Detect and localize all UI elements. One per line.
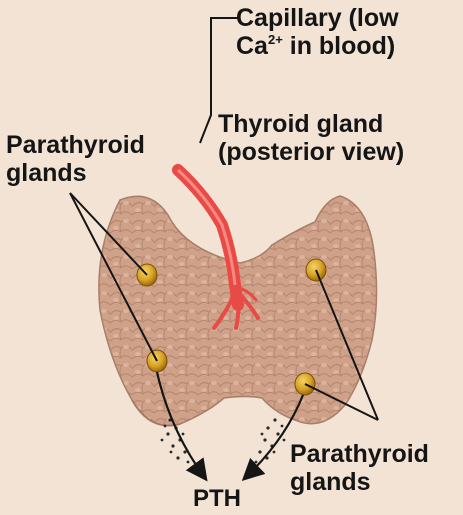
pth-label: PTH — [193, 485, 241, 513]
thyroid-label: Thyroid gland (posterior view) — [218, 110, 404, 166]
thyroid-label-line1: Thyroid gland — [218, 110, 404, 138]
parathyroid-label-left: Parathyroid glands — [6, 131, 145, 187]
calcium-symbol: Ca — [236, 32, 268, 60]
parathyroid-label-right-line2: glands — [290, 468, 429, 496]
parathyroid-label-left-line1: Parathyroid — [6, 131, 145, 159]
thyroid-label-line2: (posterior view) — [218, 138, 404, 166]
parathyroid-label-right: Parathyroid glands — [290, 440, 429, 496]
capillary-label-rest: in blood) — [283, 32, 395, 60]
capillary-label: Capillary (low Ca2+ in blood) — [236, 4, 399, 60]
parathyroid-label-left-line2: glands — [6, 159, 145, 187]
calcium-charge: 2+ — [268, 32, 283, 47]
parathyroid-label-right-line1: Parathyroid — [290, 440, 429, 468]
capillary-label-line2: Ca2+ in blood) — [236, 32, 399, 60]
capillary-label-line1: Capillary (low — [236, 4, 399, 32]
